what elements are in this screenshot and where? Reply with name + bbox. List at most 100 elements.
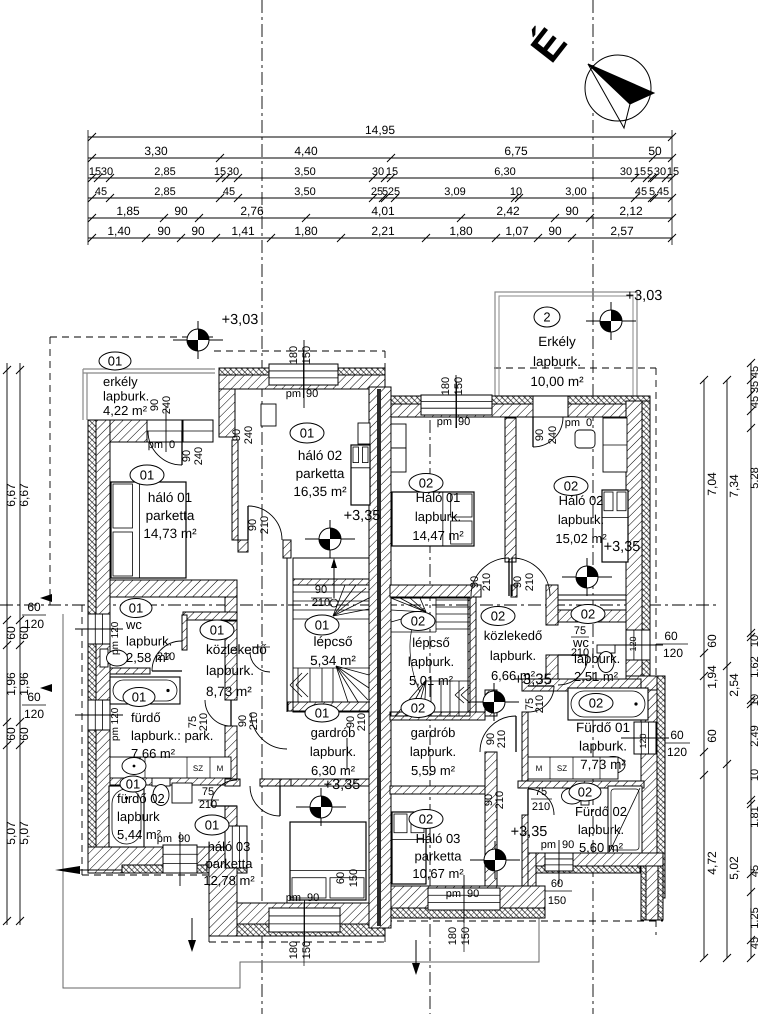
svg-text:Fürdő 02: Fürdő 02 — [575, 804, 627, 819]
svg-text:150: 150 — [301, 346, 313, 364]
svg-text:210: 210 — [248, 712, 260, 730]
svg-text:02: 02 — [411, 614, 425, 629]
svg-text:1,62: 1,62 — [749, 656, 758, 677]
svg-text:1,85: 1,85 — [116, 204, 140, 218]
svg-text:02: 02 — [491, 609, 505, 624]
svg-text:01: 01 — [132, 690, 146, 705]
svg-text:1,94: 1,94 — [705, 665, 719, 689]
svg-text:120: 120 — [667, 745, 687, 759]
svg-text:5: 5 — [382, 186, 388, 198]
svg-text:60: 60 — [17, 727, 31, 741]
svg-text:12,78 m²: 12,78 m² — [203, 873, 255, 888]
svg-text:75: 75 — [187, 716, 199, 728]
svg-text:Erkély: Erkély — [538, 334, 576, 349]
svg-text:90: 90 — [149, 399, 161, 411]
svg-text:150: 150 — [453, 377, 465, 395]
svg-text:2,21: 2,21 — [371, 224, 395, 238]
svg-text:3,50: 3,50 — [294, 166, 315, 178]
svg-text:2,49: 2,49 — [749, 725, 758, 746]
svg-text:120: 120 — [110, 621, 121, 638]
svg-text:60: 60 — [664, 629, 678, 643]
svg-text:210: 210 — [532, 801, 550, 813]
svg-text:2,12: 2,12 — [619, 204, 643, 218]
svg-text:6,30 m²: 6,30 m² — [311, 763, 356, 778]
svg-text:+3,35: +3,35 — [604, 539, 641, 555]
svg-text:210: 210 — [356, 713, 368, 731]
svg-text:háló 01: háló 01 — [148, 490, 192, 505]
svg-text:2,85: 2,85 — [154, 186, 175, 198]
svg-text:wc: wc — [572, 635, 589, 650]
svg-text:parketta: parketta — [415, 849, 463, 864]
svg-text:75: 75 — [574, 625, 586, 637]
svg-text:+3,35: +3,35 — [514, 671, 552, 688]
svg-text:5,07: 5,07 — [4, 821, 18, 845]
svg-text:parketta: parketta — [146, 508, 195, 523]
svg-text:10: 10 — [749, 769, 758, 781]
svg-text:02: 02 — [411, 701, 425, 716]
svg-text:lépcső: lépcső — [412, 635, 450, 650]
svg-text:2,76: 2,76 — [240, 204, 264, 218]
svg-text:2: 2 — [543, 310, 550, 325]
svg-text:150: 150 — [348, 869, 360, 887]
svg-text:gardrób: gardrób — [411, 725, 456, 740]
svg-text:210: 210 — [481, 573, 493, 591]
svg-text:parketta: parketta — [296, 466, 345, 481]
svg-text:5,60 m²: 5,60 m² — [579, 840, 624, 855]
svg-text:5: 5 — [649, 186, 655, 198]
svg-text:60: 60 — [705, 634, 719, 648]
svg-text:10,00 m²: 10,00 m² — [530, 374, 584, 389]
svg-text:45: 45 — [749, 396, 758, 408]
svg-text:pm: pm — [541, 839, 556, 851]
svg-text:wc: wc — [125, 617, 142, 632]
svg-text:2,54: 2,54 — [727, 673, 741, 697]
svg-text:60: 60 — [551, 878, 563, 890]
svg-text:6,75: 6,75 — [504, 144, 528, 158]
svg-text:60: 60 — [27, 690, 41, 704]
svg-text:45: 45 — [749, 865, 758, 877]
svg-text:45: 45 — [657, 186, 669, 198]
svg-text:2,85: 2,85 — [154, 166, 175, 178]
svg-text:lapburk.: lapburk. — [578, 822, 624, 837]
svg-text:45: 45 — [749, 937, 758, 949]
svg-text:240: 240 — [193, 447, 205, 465]
svg-text:3,00: 3,00 — [565, 186, 586, 198]
svg-text:7,34: 7,34 — [727, 474, 741, 498]
svg-text:60: 60 — [705, 729, 719, 743]
svg-text:50: 50 — [648, 144, 662, 158]
svg-text:pm: pm — [565, 417, 580, 429]
svg-text:60: 60 — [670, 728, 684, 742]
svg-text:150: 150 — [460, 927, 472, 945]
svg-text:háló 03: háló 03 — [208, 839, 251, 854]
svg-text:180: 180 — [447, 927, 459, 945]
svg-text:90: 90 — [157, 224, 171, 238]
svg-text:02: 02 — [578, 785, 592, 800]
svg-text:10,67 m²: 10,67 m² — [412, 866, 464, 881]
svg-text:15: 15 — [386, 166, 398, 178]
svg-text:45: 45 — [635, 186, 647, 198]
svg-text:6,66 m²: 6,66 m² — [491, 668, 536, 683]
svg-text:120: 120 — [638, 733, 648, 748]
svg-text:15: 15 — [634, 166, 646, 178]
svg-text:35: 35 — [749, 381, 758, 393]
svg-text:240: 240 — [161, 396, 173, 414]
svg-text:16,35 m²: 16,35 m² — [293, 484, 347, 499]
svg-text:Háló 03: Háló 03 — [416, 831, 461, 846]
svg-text:75: 75 — [524, 698, 536, 710]
svg-text:1,81: 1,81 — [749, 806, 758, 827]
svg-text:120: 120 — [24, 707, 44, 721]
svg-text:7,04: 7,04 — [705, 472, 719, 496]
svg-text:180: 180 — [288, 346, 300, 364]
svg-text:4,40: 4,40 — [294, 144, 318, 158]
svg-text:90: 90 — [485, 733, 497, 745]
svg-text:210: 210 — [199, 799, 217, 811]
svg-text:7,73 m²: 7,73 m² — [580, 757, 626, 772]
svg-text:5,59 m²: 5,59 m² — [411, 763, 456, 778]
svg-text:0: 0 — [586, 417, 592, 429]
svg-text:10: 10 — [510, 186, 522, 198]
svg-text:gardrób: gardrób — [311, 725, 356, 740]
svg-text:90: 90 — [548, 224, 562, 238]
svg-text:2,58 m²: 2,58 m² — [126, 650, 171, 665]
svg-text:4,72: 4,72 — [705, 851, 719, 875]
svg-text:90: 90 — [345, 716, 357, 728]
svg-text:60: 60 — [335, 872, 347, 884]
